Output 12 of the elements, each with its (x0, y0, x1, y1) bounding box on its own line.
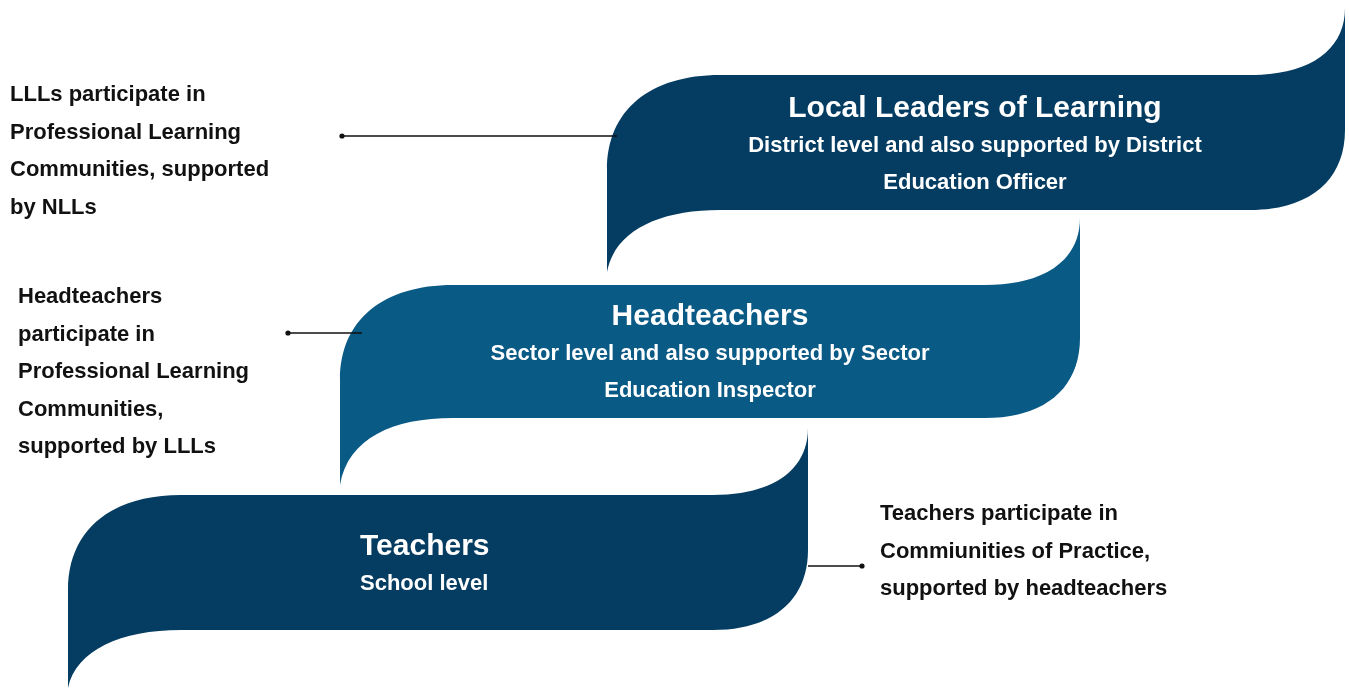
banner-description: Sector level and also supported by Sector Education Inspector (489, 339, 931, 404)
callout-text: Headteachers participate in Professional Learning Communities, supported by LLLs (18, 282, 251, 460)
banner-heading: Headteachers (611, 297, 809, 333)
callout-text: Teachers participate in Commiunities of Practice, supported by headteachers (880, 499, 1169, 602)
leader-line (285, 330, 363, 336)
callout-text: LLLs participate in Professional Learning Communities, supported by NLLs (10, 80, 271, 221)
banner-heading: Teachers (360, 527, 490, 563)
banner-heading: Local Leaders of Learning (788, 89, 1162, 125)
leader-line (339, 133, 618, 139)
banner-description: District level and also supported by District Education Officer (747, 131, 1203, 196)
leader-line (807, 563, 865, 569)
banner-description: School level (360, 569, 489, 597)
